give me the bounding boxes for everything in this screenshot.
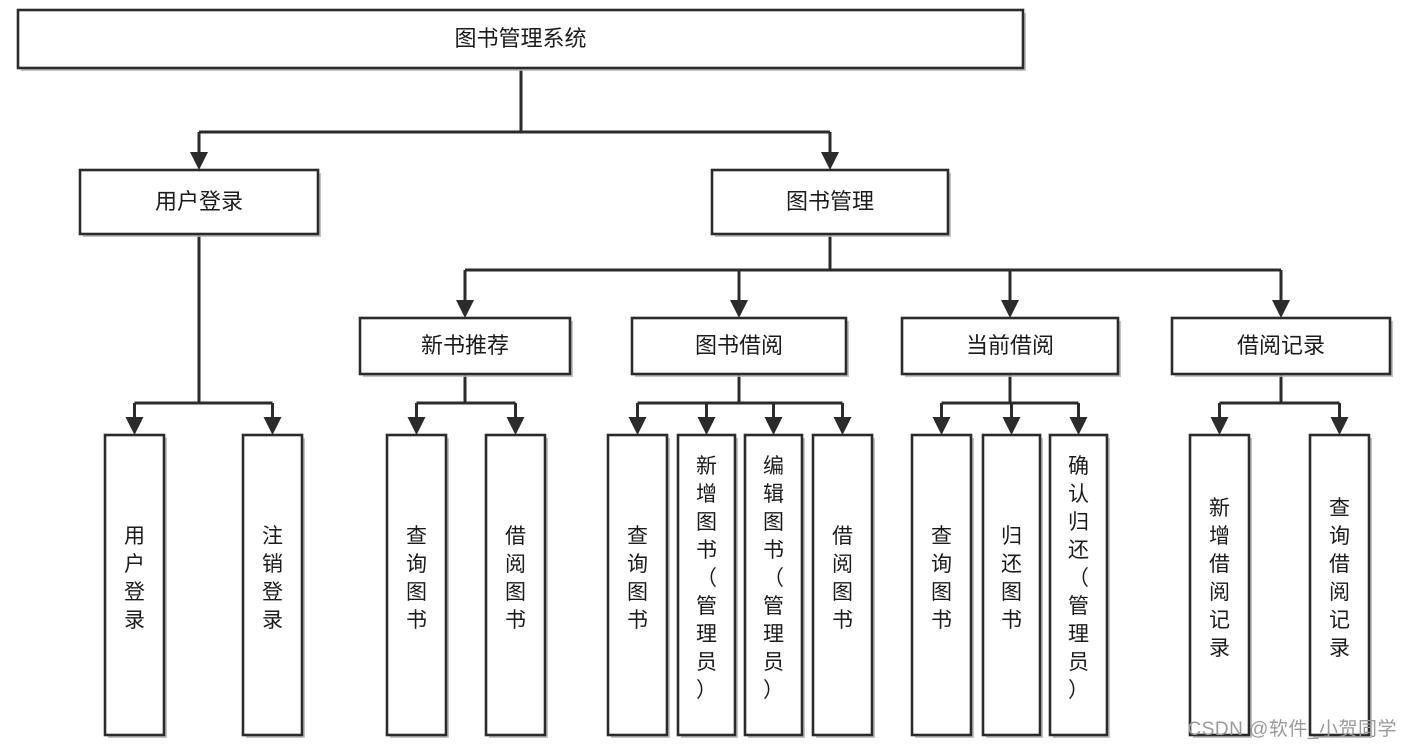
node-leaf-leaf-borrow-book[interactable]: 借阅图书 [811, 433, 875, 738]
node-leaf-leaf-query-record[interactable]: 查询借阅记录 [1308, 433, 1372, 738]
node-box[interactable] [16, 8, 1025, 70]
node-leaf-leaf-return-book[interactable]: 归还图书 [981, 433, 1043, 738]
node-level3-borrow-record[interactable]: 借阅记录 [1170, 316, 1393, 377]
node-label: 图书管理系统 [454, 26, 586, 51]
arrow-head-icon [1002, 417, 1021, 435]
node-label: 借阅图书 [505, 525, 526, 632]
node-level2-book-manage[interactable]: 图书管理 [710, 168, 951, 237]
node-label: 确认归还（管理员） [1068, 455, 1089, 702]
node-label: 图书借阅 [695, 333, 783, 358]
node-leaf-leaf-query-book-cur[interactable]: 查询图书 [910, 433, 974, 738]
node-level3-current-borrow[interactable]: 当前借阅 [900, 316, 1121, 377]
node-label: 归还图书 [1001, 525, 1022, 632]
arrow-head-icon [821, 152, 839, 170]
arrow-head-icon [456, 300, 474, 318]
node-label: 新增借阅记录 [1209, 497, 1230, 660]
node-layer: 图书管理系统用户登录图书管理新书推荐图书借阅当前借阅借阅记录用户登录注销登录查询… [16, 8, 1393, 738]
node-leaf-leaf-logout[interactable]: 注销登录 [241, 433, 305, 738]
node-label: 用户登录 [124, 525, 145, 632]
node-label: 注销登录 [262, 525, 283, 632]
node-box[interactable] [981, 433, 1042, 737]
node-leaf-leaf-query-book-borrow[interactable]: 查询图书 [606, 433, 670, 738]
node-leaf-leaf-user-login[interactable]: 用户登录 [103, 433, 167, 738]
connector-layer [125, 68, 1349, 435]
arrow-head-icon [833, 417, 852, 435]
node-box[interactable] [385, 433, 448, 737]
arrow-head-icon [1272, 300, 1290, 318]
node-leaf-leaf-add-record[interactable]: 新增借阅记录 [1188, 433, 1252, 738]
arrow-head-icon [1330, 417, 1349, 435]
arrow-head-icon [932, 417, 951, 435]
node-label: 借阅记录 [1237, 333, 1325, 358]
node-label: 图书管理 [786, 189, 874, 214]
node-box[interactable] [1048, 433, 1109, 737]
arrow-head-icon [1210, 417, 1229, 435]
arrow-head-icon [1001, 300, 1019, 318]
node-leaf-leaf-edit-book[interactable]: 编辑图书（管理员） [743, 433, 805, 738]
node-box[interactable] [1170, 316, 1392, 376]
node-label: 新书推荐 [421, 333, 509, 358]
node-level2-user-login[interactable]: 用户登录 [78, 168, 321, 237]
node-box[interactable] [910, 433, 973, 737]
csdn-watermark: CSDN @软件_小贺同学 [1187, 719, 1397, 740]
node-box[interactable] [606, 433, 669, 737]
node-root[interactable]: 图书管理系统 [16, 8, 1026, 71]
arrow-head-icon [1069, 417, 1088, 435]
node-box[interactable] [358, 316, 572, 376]
node-box[interactable] [103, 433, 166, 737]
node-label: 编辑图书（管理员） [763, 455, 784, 702]
arrow-head-icon [506, 417, 525, 435]
node-box[interactable] [630, 316, 848, 376]
node-box[interactable] [743, 433, 804, 737]
node-leaf-leaf-confirm-return[interactable]: 确认归还（管理员） [1048, 433, 1110, 738]
node-label: 查询图书 [406, 525, 427, 632]
node-box[interactable] [710, 168, 950, 236]
node-label: 借阅图书 [832, 525, 853, 632]
node-level3-new-book-recommend[interactable]: 新书推荐 [358, 316, 573, 377]
node-box[interactable] [1308, 433, 1371, 737]
node-label: 查询图书 [627, 525, 648, 632]
arrow-head-icon [407, 417, 426, 435]
arrow-head-icon [764, 417, 783, 435]
node-level3-book-borrow[interactable]: 图书借阅 [630, 316, 849, 377]
arrow-head-icon [125, 417, 144, 435]
node-box[interactable] [676, 433, 737, 737]
node-label: 当前借阅 [966, 333, 1054, 358]
arrow-head-icon [730, 300, 748, 318]
node-label: 新增图书（管理员） [696, 455, 717, 702]
arrow-head-icon [628, 417, 647, 435]
arrow-head-icon [263, 417, 282, 435]
node-box[interactable] [241, 433, 304, 737]
node-box[interactable] [900, 316, 1120, 376]
node-leaf-leaf-add-book[interactable]: 新增图书（管理员） [676, 433, 738, 738]
node-leaf-leaf-borrow-book-rec[interactable]: 借阅图书 [484, 433, 548, 738]
node-label: 查询借阅记录 [1329, 497, 1350, 660]
node-leaf-leaf-query-book-rec[interactable]: 查询图书 [385, 433, 449, 738]
node-box[interactable] [78, 168, 320, 236]
node-box[interactable] [484, 433, 547, 737]
arrow-head-icon [190, 152, 208, 170]
node-label: 用户登录 [155, 189, 243, 214]
node-box[interactable] [1188, 433, 1251, 737]
arrow-head-icon [697, 417, 716, 435]
node-label: 查询图书 [931, 525, 952, 632]
node-box[interactable] [811, 433, 874, 737]
